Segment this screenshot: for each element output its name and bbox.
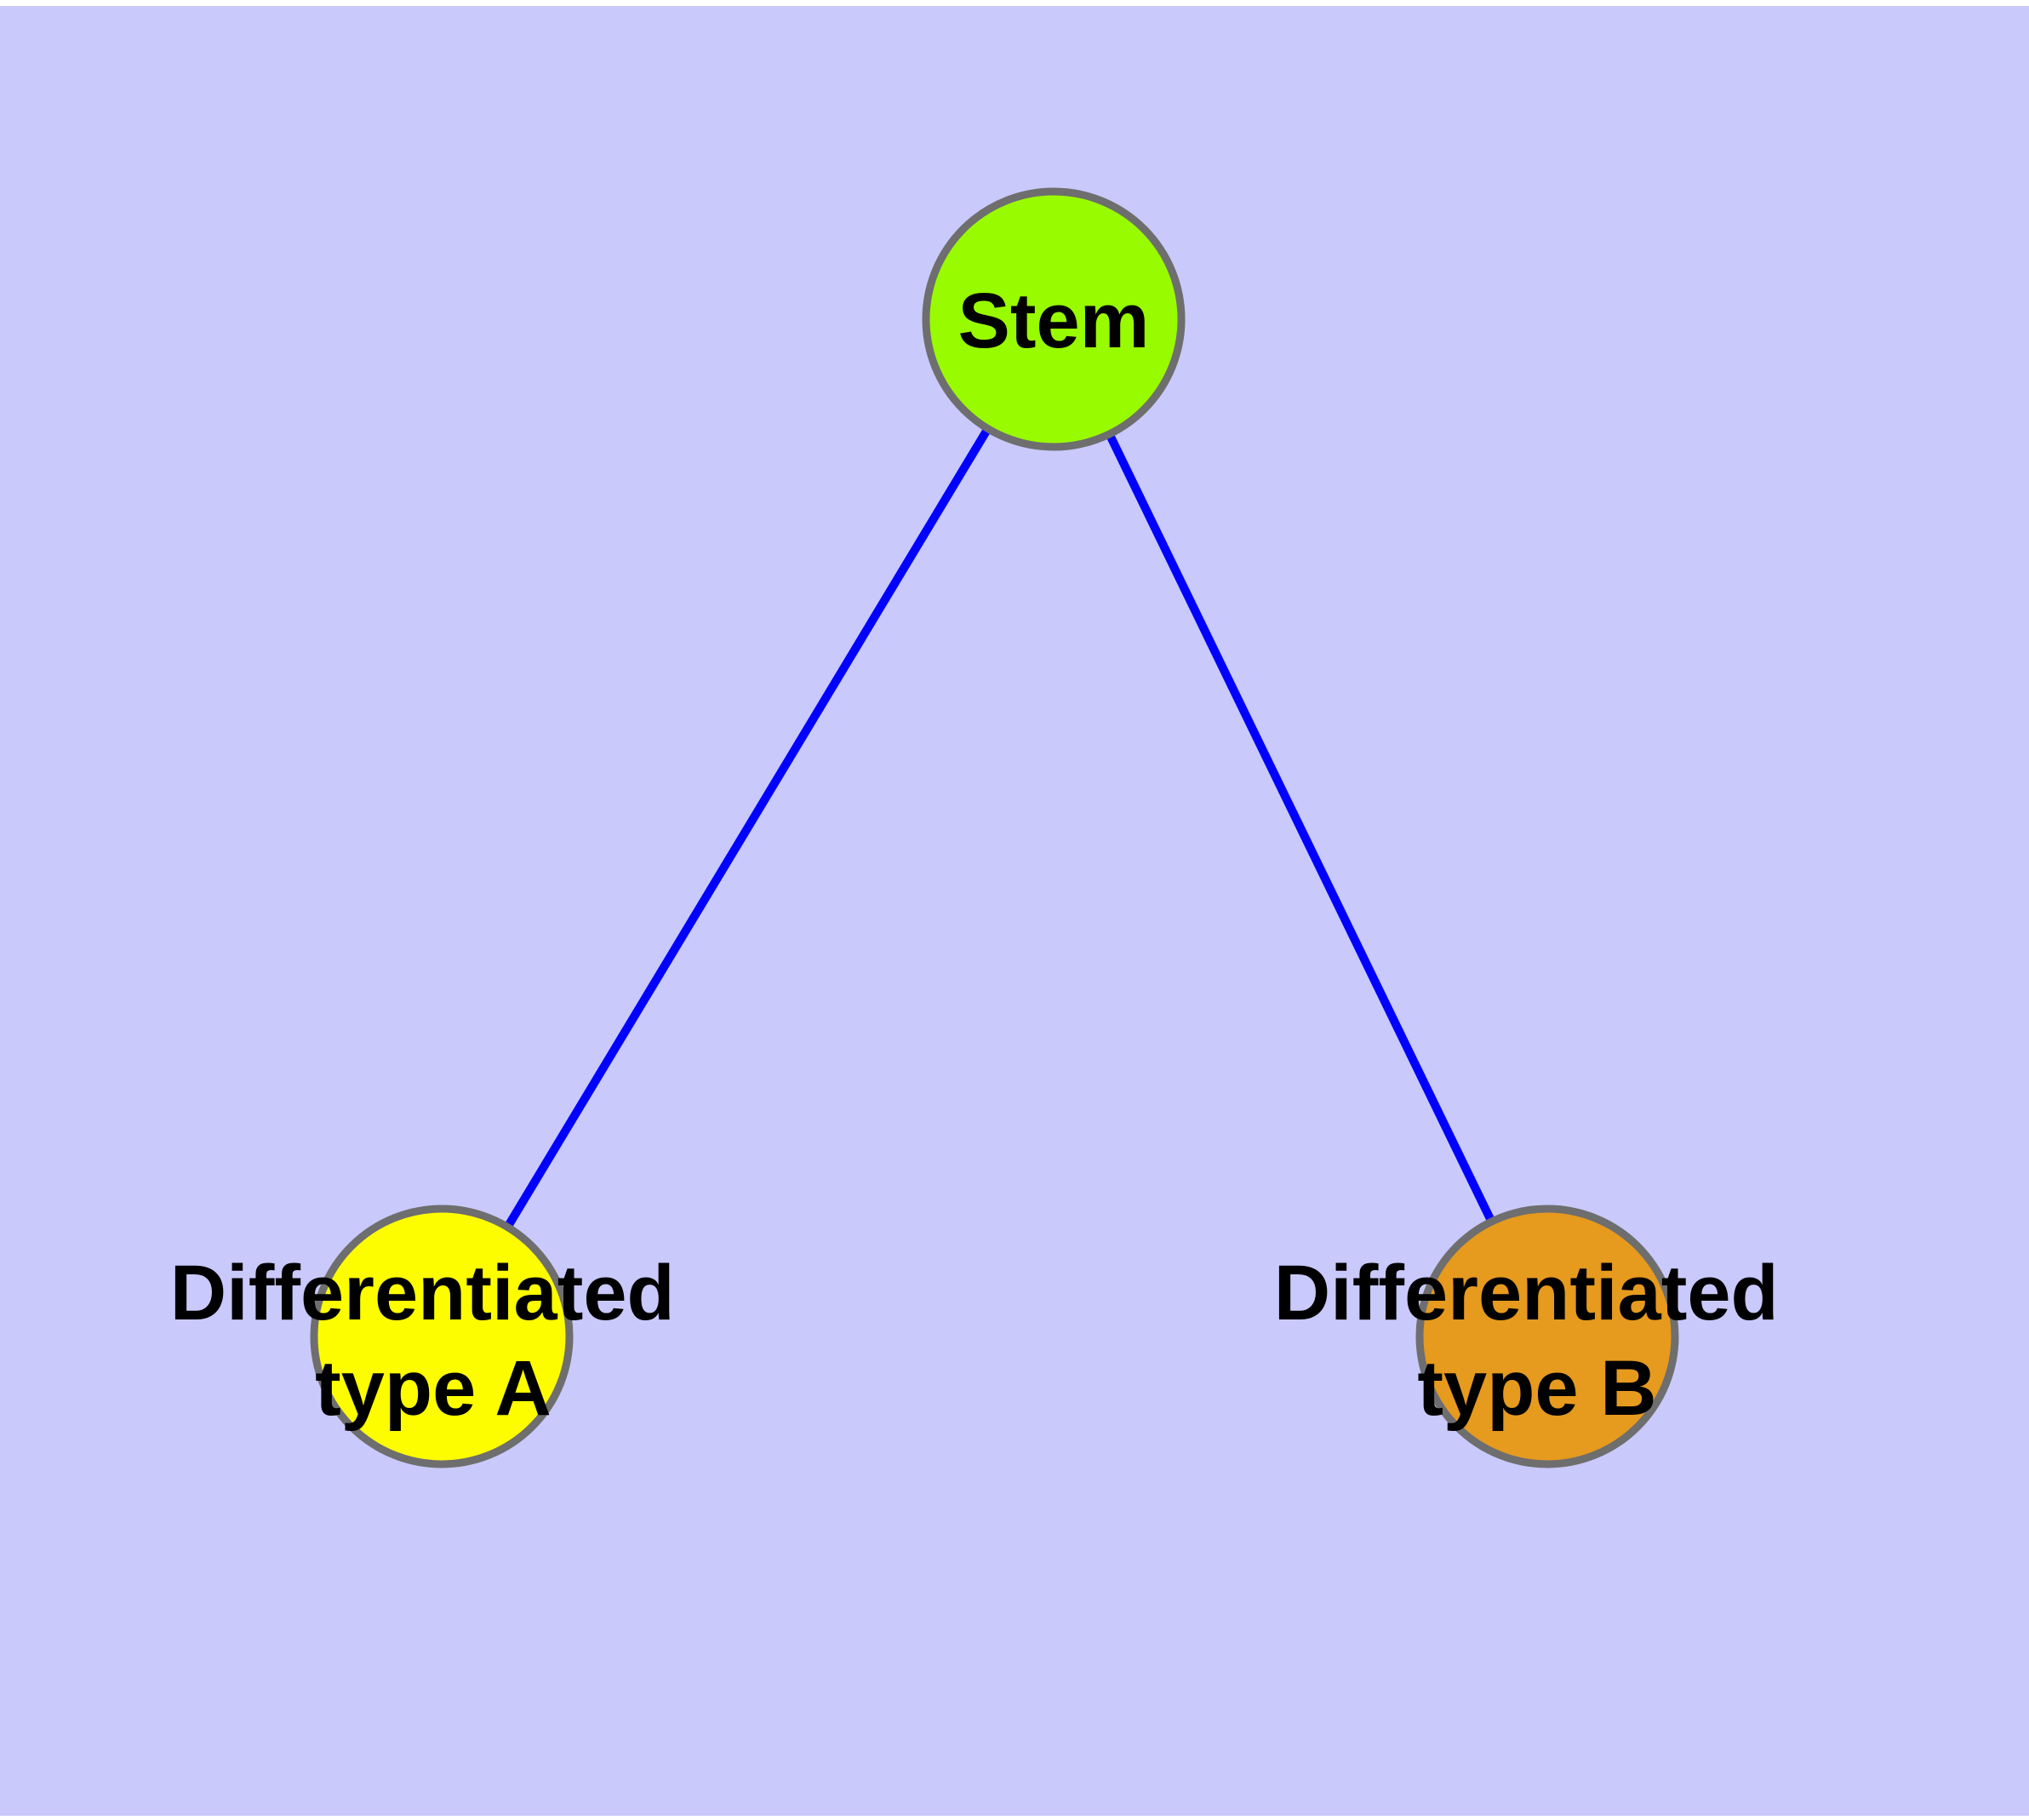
- edge-stem-to-type-b: [1049, 317, 1552, 1339]
- label-group: Stem Differentiated type A Differentiate…: [170, 278, 1801, 1432]
- type-a-node-label: Differentiated type A: [170, 1250, 697, 1432]
- type-a-label-line2: type A: [315, 1345, 552, 1432]
- stem-node-label: Stem: [958, 278, 1150, 364]
- node-differentiated-type-a: [310, 1205, 574, 1468]
- edge-group: [437, 317, 1552, 1339]
- type-a-label-line1: Differentiated: [170, 1250, 675, 1336]
- node-stem: [922, 187, 1186, 451]
- type-b-label-line1: Differentiated: [1274, 1250, 1779, 1336]
- edge-stem-to-type-a: [437, 317, 1058, 1339]
- node-differentiated-type-b: [1415, 1205, 1679, 1468]
- node-group: [310, 187, 1679, 1468]
- type-b-label-line2: type B: [1417, 1345, 1656, 1432]
- type-b-node-label: Differentiated type B: [1274, 1250, 1801, 1432]
